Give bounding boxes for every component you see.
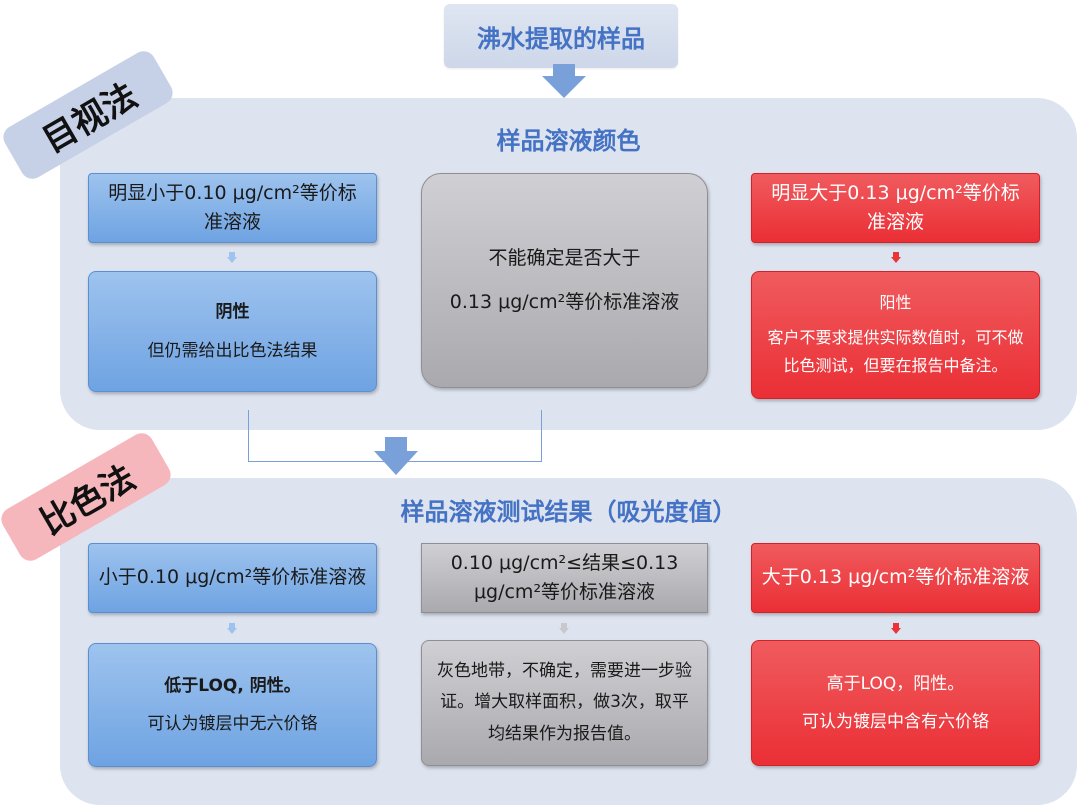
color-middle-result-text: 灰色地带，不确定，需要进一步验证。增大取样面积，做3次，取平均结果作为报告值。 bbox=[437, 660, 692, 744]
visual-left-result-box: 阴性 但仍需给出比色法结果 bbox=[88, 271, 377, 392]
visual-section-title: 样品溶液颜色 bbox=[496, 127, 641, 155]
visual-right-result-box: 阳性 客户不要求提供实际数值时，可不做比色测试，但要在报告中备注。 bbox=[751, 271, 1040, 399]
colorimetric-section-title: 样品溶液测试结果（吸光度值） bbox=[400, 498, 737, 526]
color-right-result-title: 高于LOQ，阳性。 bbox=[826, 673, 965, 694]
visual-right-condition-text: 明显大于0.13 μg/cm²等价标准溶液 bbox=[771, 181, 1020, 233]
visual-left-down-arrow-icon bbox=[227, 257, 237, 263]
connector-line-left bbox=[248, 410, 249, 462]
color-middle-down-arrow-icon bbox=[559, 628, 569, 634]
color-middle-result-box: 灰色地带，不确定，需要进一步验证。增大取样面积，做3次，取平均结果作为报告值。 bbox=[421, 640, 708, 766]
visual-right-condition-box: 明显大于0.13 μg/cm²等价标准溶液 bbox=[751, 173, 1040, 243]
color-middle-arrow-shaft bbox=[561, 623, 567, 628]
color-right-result-note: 可认为镀层中含有六价铬 bbox=[802, 712, 989, 732]
down-arrow-shaft-middle bbox=[385, 437, 407, 451]
connector-line-right bbox=[541, 410, 542, 462]
color-left-result-note: 可认为镀层中无六价铬 bbox=[147, 714, 318, 734]
visual-middle-line1: 不能确定是否大于 bbox=[488, 246, 641, 269]
visual-right-down-arrow-icon bbox=[891, 257, 901, 263]
visual-right-result-note: 客户不要求提供实际数值时，可不做比色测试，但要在报告中备注。 bbox=[767, 327, 1024, 376]
visual-left-arrow-shaft bbox=[229, 252, 235, 257]
visual-left-result-title: 阴性 bbox=[215, 302, 250, 323]
color-left-down-arrow-icon bbox=[227, 628, 237, 634]
color-right-down-arrow-icon bbox=[891, 628, 901, 634]
color-left-arrow-shaft bbox=[229, 623, 235, 628]
sample-header-box: 沸水提取的样品 bbox=[444, 4, 678, 68]
visual-left-condition-text: 明显小于0.10 μg/cm²等价标准溶液 bbox=[108, 181, 357, 233]
visual-middle-uncertain-box: 不能确定是否大于 0.13 μg/cm²等价标准溶液 bbox=[421, 173, 708, 388]
color-middle-condition-text: 0.10 μg/cm²≤结果≤0.13 μg/cm²等价标准溶液 bbox=[450, 551, 679, 603]
color-right-condition-text: 大于0.13 μg/cm²等价标准溶液 bbox=[761, 566, 1030, 589]
color-left-condition-box: 小于0.10 μg/cm²等价标准溶液 bbox=[88, 543, 377, 613]
visual-right-result-title: 阳性 bbox=[879, 292, 912, 312]
color-right-arrow-shaft bbox=[893, 623, 899, 628]
visual-middle-line2: 0.13 μg/cm²等价标准溶液 bbox=[449, 290, 680, 313]
color-right-result-box: 高于LOQ，阳性。 可认为镀层中含有六价铬 bbox=[751, 640, 1040, 766]
visual-left-condition-box: 明显小于0.10 μg/cm²等价标准溶液 bbox=[88, 173, 377, 243]
visual-right-arrow-shaft bbox=[893, 252, 899, 257]
color-right-condition-box: 大于0.13 μg/cm²等价标准溶液 bbox=[751, 543, 1040, 613]
visual-left-result-note: 但仍需给出比色法结果 bbox=[147, 340, 318, 361]
color-left-condition-text: 小于0.10 μg/cm²等价标准溶液 bbox=[98, 566, 367, 589]
color-left-result-box: 低于LOQ, 阴性。 可认为镀层中无六价铬 bbox=[88, 643, 377, 767]
color-left-result-title: 低于LOQ, 阴性。 bbox=[164, 675, 301, 696]
down-arrow-shaft-top bbox=[553, 64, 575, 76]
down-arrow-icon-middle bbox=[374, 451, 418, 475]
color-middle-condition-box: 0.10 μg/cm²≤结果≤0.13 μg/cm²等价标准溶液 bbox=[421, 543, 708, 613]
down-arrow-icon-top bbox=[542, 76, 586, 98]
